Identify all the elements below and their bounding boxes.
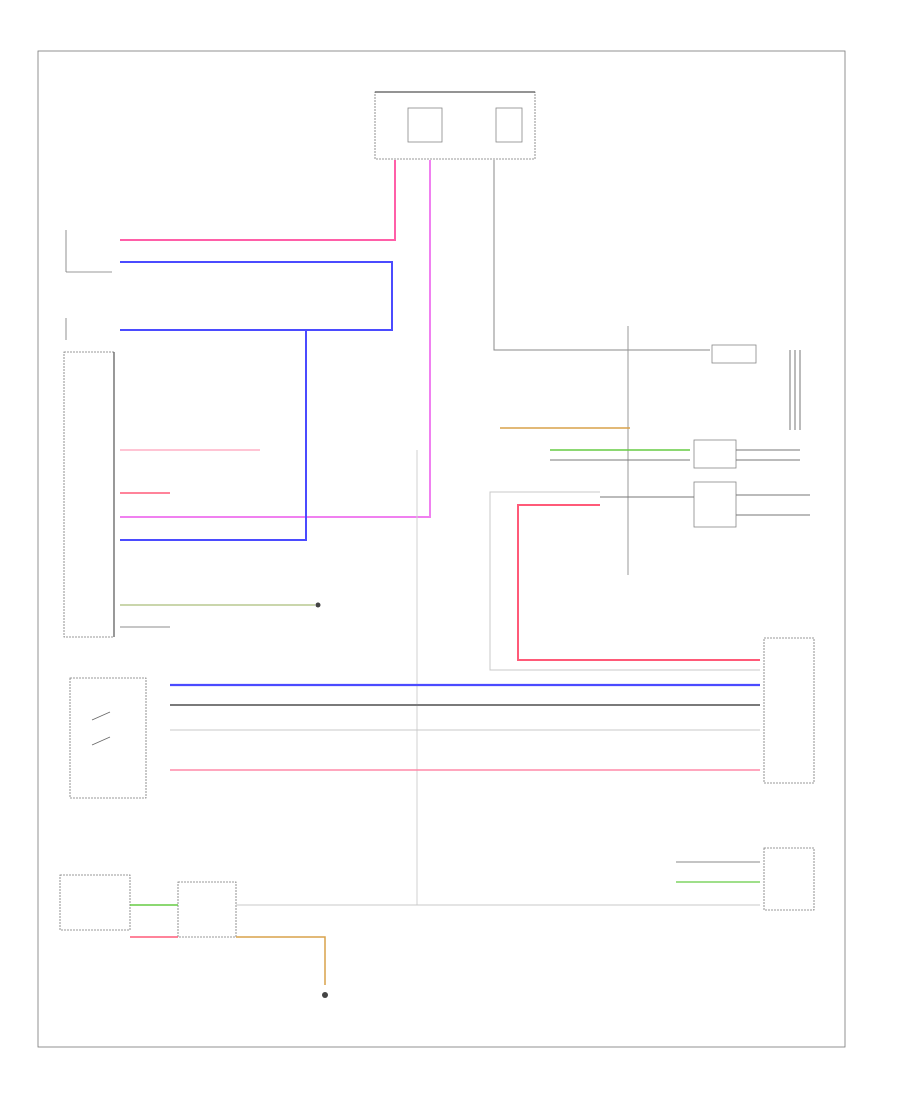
fuse-box-a xyxy=(407,107,443,143)
wire-pink-top xyxy=(120,160,396,241)
wire-redpink-l xyxy=(517,504,760,661)
switch-contact-1 xyxy=(91,711,111,721)
bottom-right-module xyxy=(763,847,815,911)
ecu-left-box xyxy=(63,351,115,638)
module-box xyxy=(693,481,737,528)
wire-blue-loop xyxy=(120,261,393,331)
junction-block xyxy=(374,91,536,160)
wire-orange-ground xyxy=(236,936,326,985)
bottom-module-box xyxy=(177,881,237,938)
fuse-box-b xyxy=(495,107,523,143)
diagram-frame xyxy=(37,50,846,1048)
switch-contact-2 xyxy=(91,736,111,746)
bottom-switch-box xyxy=(59,874,131,931)
wire-gray-right xyxy=(493,160,710,351)
combination-switch-box xyxy=(763,637,815,784)
switch-box xyxy=(69,677,147,799)
wire-lightgray-l xyxy=(489,491,760,671)
wire-magenta-main xyxy=(120,160,431,518)
relay-box xyxy=(711,344,757,364)
ground-point-1 xyxy=(315,602,321,608)
wire-blue-drop xyxy=(120,330,307,541)
sensor-box xyxy=(693,439,737,469)
ground-point-2 xyxy=(322,992,328,998)
